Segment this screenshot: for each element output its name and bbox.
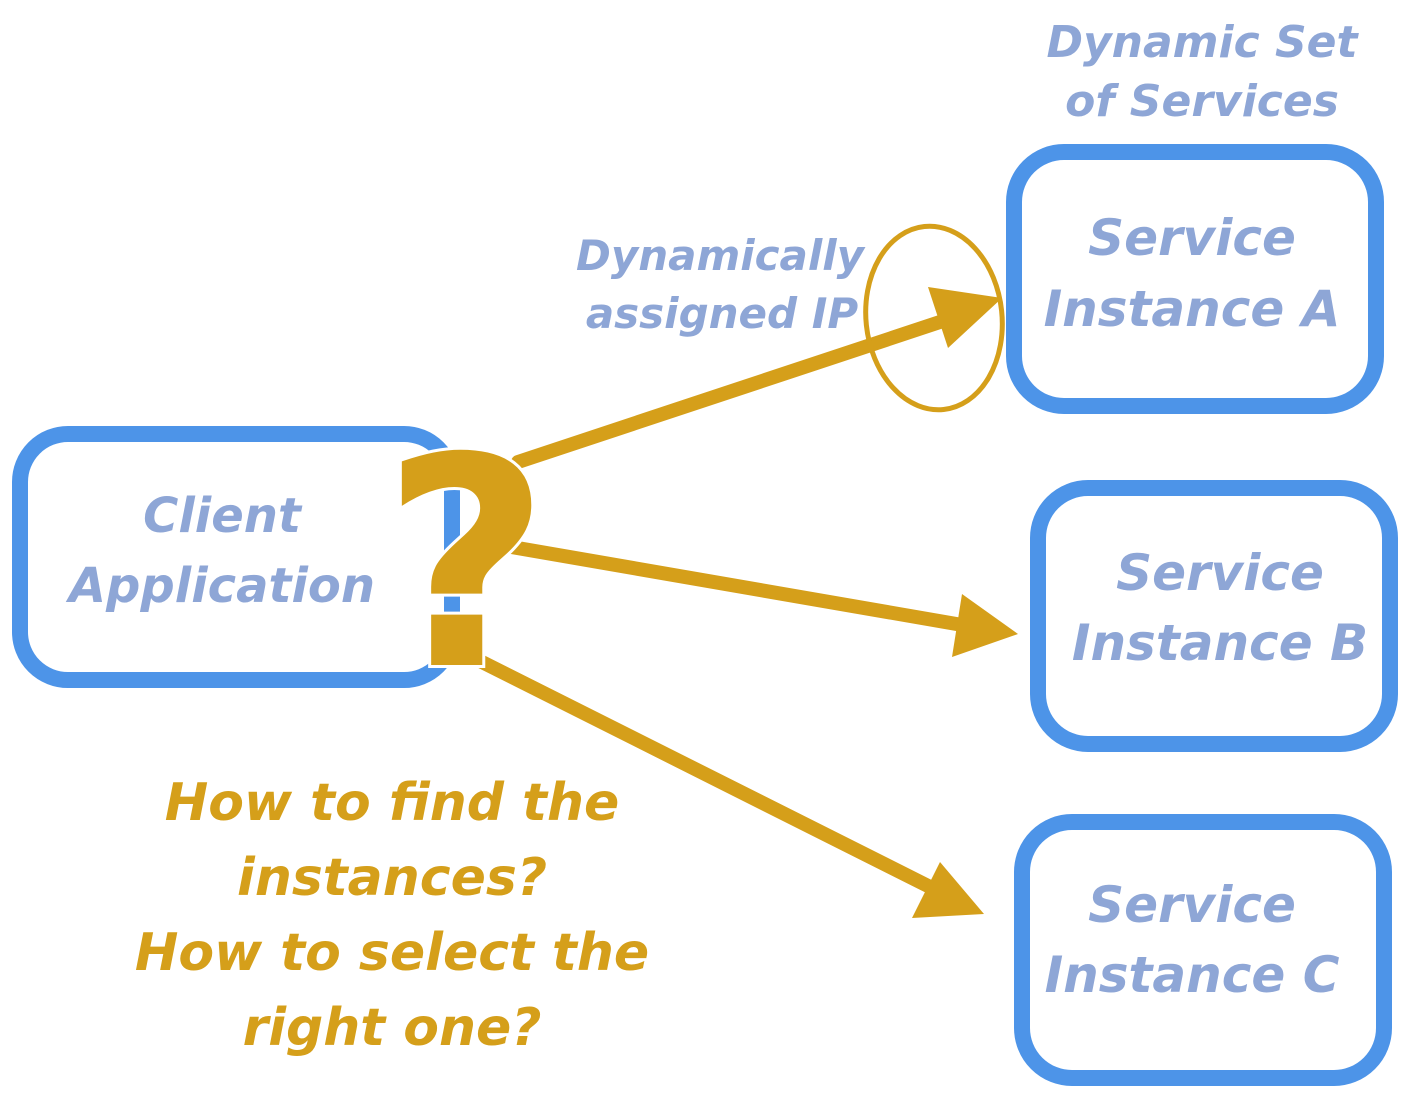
question-line3: How to select the xyxy=(135,923,649,983)
service-b-label-line1: Service xyxy=(1116,544,1324,602)
arrow-to-service-b xyxy=(493,538,975,633)
question-line1: How to find the xyxy=(165,773,620,833)
dynamic-set-title-line2: of Services xyxy=(1065,76,1339,127)
dynamic-set-title-line1: Dynamic Set xyxy=(1046,17,1359,68)
question-line4: right one? xyxy=(243,998,542,1058)
arrow-to-service-c xyxy=(471,653,947,899)
client-application-box xyxy=(12,426,460,688)
question-line2: instances? xyxy=(237,848,547,908)
service-c-label-line1: Service xyxy=(1088,876,1296,934)
client-label-line2: Application xyxy=(65,558,375,614)
arrow-head-service-b xyxy=(952,594,1018,657)
service-instance-a-box xyxy=(1006,144,1384,414)
service-b-label-line2: Instance B xyxy=(1072,614,1368,672)
ip-note-line1: Dynamically xyxy=(576,231,866,280)
arrow-to-service-a xyxy=(511,311,959,469)
question-mark-icon: ? xyxy=(382,397,550,734)
arrow-head-service-c xyxy=(912,862,984,918)
service-a-label-line2: Instance A xyxy=(1044,280,1341,338)
client-label-line1: Client xyxy=(143,488,303,544)
service-instance-b-box xyxy=(1030,480,1398,752)
service-instance-c-box xyxy=(1014,814,1392,1086)
service-a-label-line1: Service xyxy=(1088,209,1296,267)
service-c-label-line2: Instance C xyxy=(1045,946,1340,1004)
ip-highlight-circle xyxy=(863,223,1005,413)
ip-note-line2: assigned IP xyxy=(586,289,859,338)
arrow-head-service-a xyxy=(928,287,1002,348)
